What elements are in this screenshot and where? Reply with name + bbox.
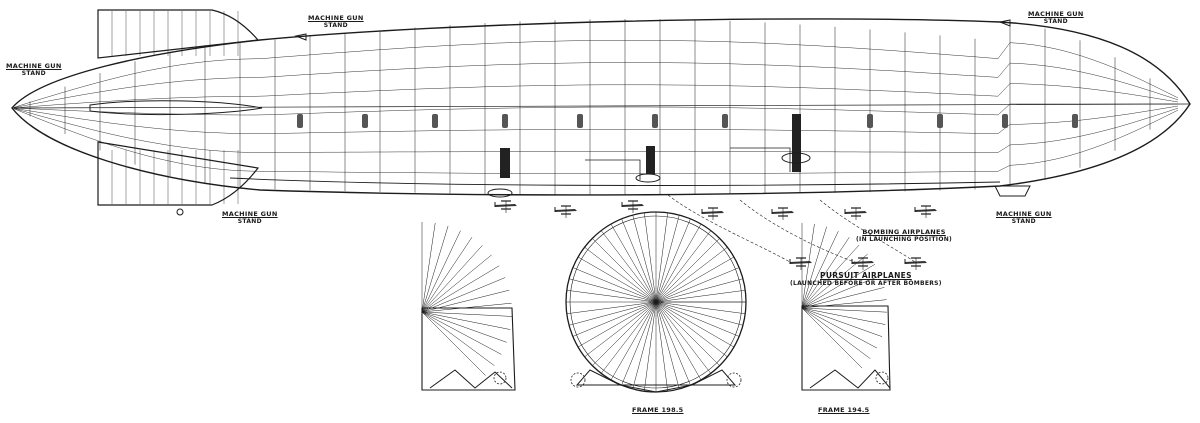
- airship-hull: [11, 18, 1191, 196]
- frame-section-left: [421, 222, 516, 391]
- label-bombing-airplanes: BOMBING AIRPLANES (IN LAUNCHING POSITION…: [856, 228, 953, 243]
- label-frame-198-5: FRAME 198.5: [632, 406, 684, 414]
- frame-194-5-section: [801, 223, 891, 391]
- frame-198-5-section: [565, 211, 747, 393]
- label-machine-gun-stand-nose: MACHINE GUN STAND: [6, 62, 62, 77]
- label-machine-gun-stand-bottom-left: MACHINE GUN STAND: [222, 210, 278, 225]
- label-machine-gun-stand-top-left: MACHINE GUN STAND: [308, 14, 364, 29]
- tail-fins: [89, 9, 263, 206]
- label-frame-194-5: FRAME 194.5: [818, 406, 870, 414]
- airplane-group: [494, 200, 937, 270]
- label-pursuit-airplanes: PURSUIT AIRPLANES (LAUNCHED BEFORE OR AF…: [790, 271, 942, 288]
- hull-windows: [297, 114, 1078, 128]
- label-machine-gun-stand-top-right: MACHINE GUN STAND: [1028, 10, 1084, 25]
- launch-trajectories: [667, 194, 916, 263]
- hangar-openings: [487, 114, 811, 198]
- machine-gun-stands: [176, 19, 1031, 216]
- label-machine-gun-stand-bottom-right: MACHINE GUN STAND: [996, 210, 1052, 225]
